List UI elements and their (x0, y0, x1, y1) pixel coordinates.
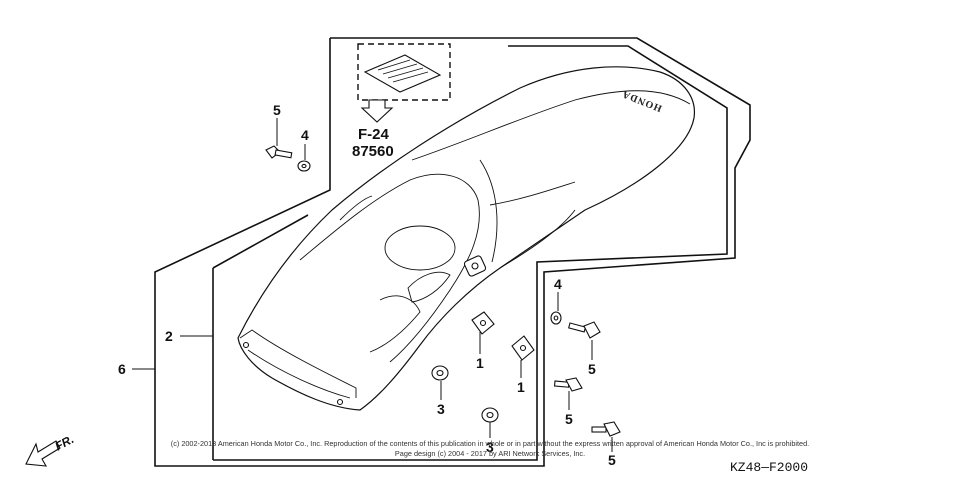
callout-5-right-middle: 5 (565, 411, 573, 427)
rear-fender-part: HONDA (237, 66, 696, 411)
callout-1-left: 1 (476, 355, 484, 371)
front-direction-arrow-icon (25, 440, 61, 467)
clip-nut-part-1-right (511, 335, 535, 361)
bolt-part-5-right-middle (553, 377, 583, 392)
callout-3-left: 3 (437, 401, 445, 417)
clip-nut-part-1-left (471, 311, 495, 335)
callout-6: 6 (118, 361, 126, 377)
reference-down-arrow-icon (360, 99, 394, 123)
reference-part-number: 87560 (352, 143, 394, 160)
grommet-part-3-left (431, 365, 449, 381)
bolt-part-5-upper (265, 145, 293, 159)
bolt-part-5-right-lower (591, 421, 621, 437)
grommet-part-3-right (481, 407, 499, 423)
reference-section: F-24 (358, 126, 390, 143)
callout-5-upper: 5 (273, 102, 281, 118)
callout-3-right: 3 (486, 439, 494, 455)
caution-label-icon (363, 54, 442, 93)
label-reference-box (357, 43, 451, 101)
callout-1-right: 1 (517, 379, 525, 395)
washer-part-4-upper (297, 160, 311, 172)
copyright-line-2: Page design (c) 2004 - 2017 by ARI Netwo… (395, 449, 585, 458)
washer-part-4-right (550, 311, 562, 325)
assembly-outline-2-link (212, 214, 309, 269)
assembly-outline-6 (154, 37, 751, 467)
copyright-line-1: (c) 2002-2013 American Honda Motor Co., … (171, 439, 809, 448)
callout-5-right-upper: 5 (588, 361, 596, 377)
assembly-outline-2 (213, 45, 728, 461)
diagram-code: KZ48—F2000 (730, 460, 808, 475)
callout-4-upper: 4 (301, 127, 309, 143)
callout-2: 2 (165, 328, 173, 344)
callout-4-right: 4 (554, 276, 562, 292)
callout-5-right-lower: 5 (608, 452, 616, 468)
bolt-part-5-right-upper (568, 321, 601, 339)
